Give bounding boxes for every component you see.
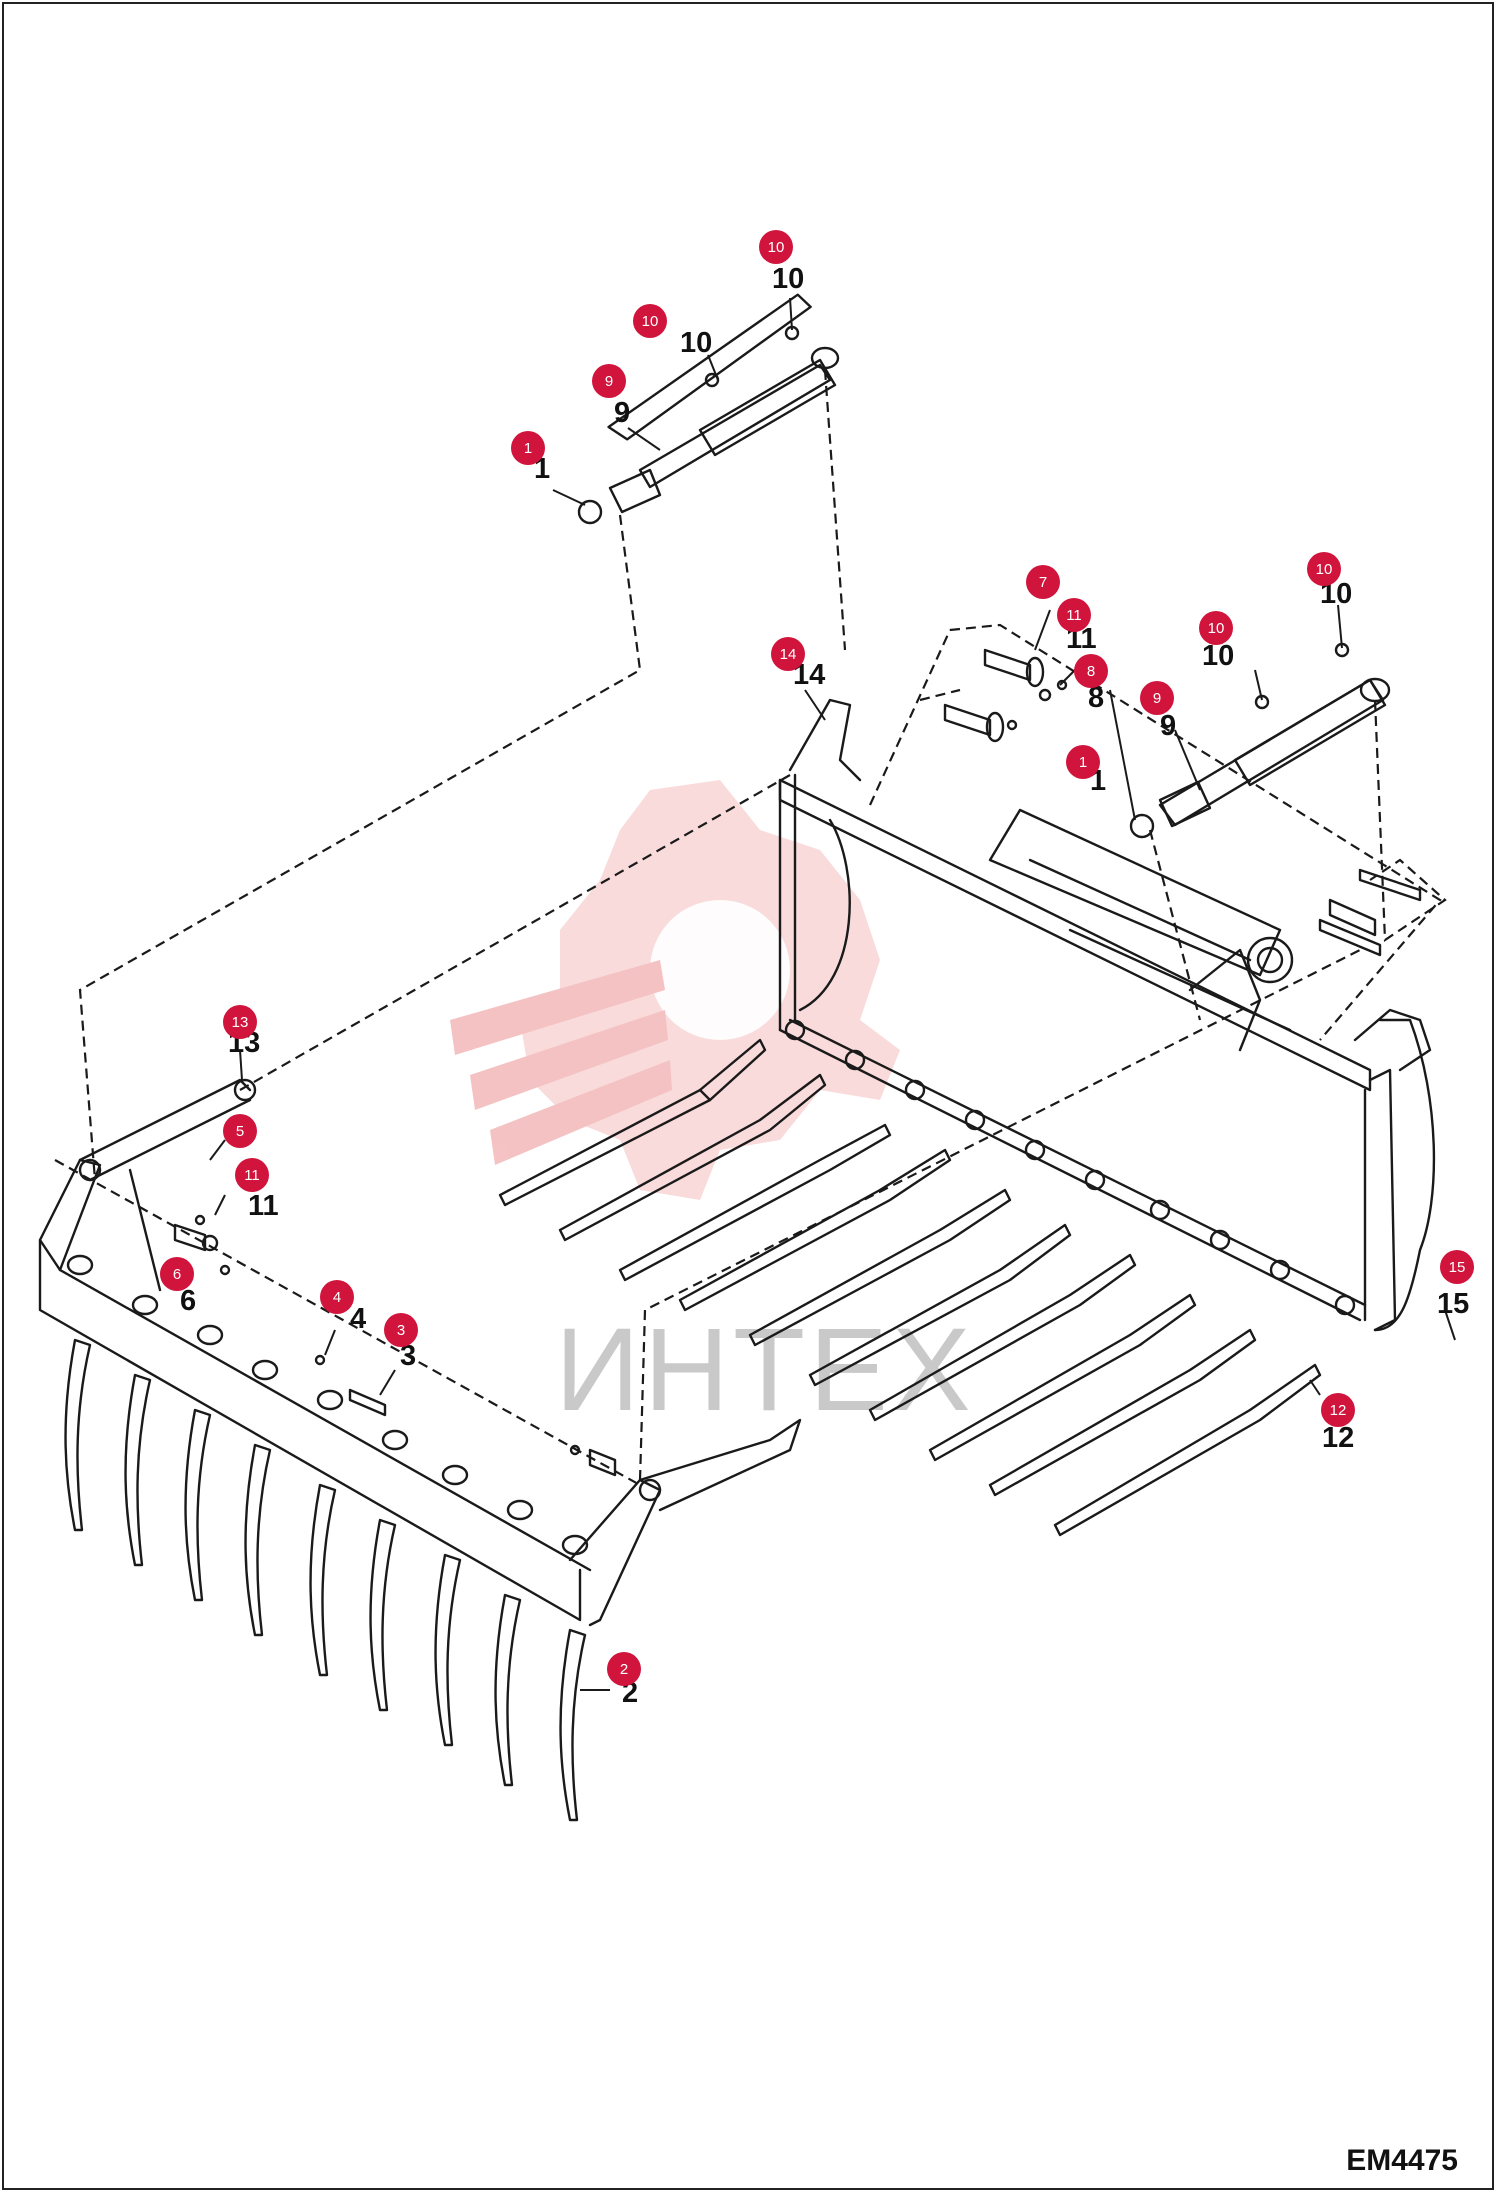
- svg-text:10: 10: [1208, 620, 1225, 637]
- callout-badge-11b: 11: [235, 1158, 269, 1192]
- grapple-frame: [38, 1078, 802, 1627]
- watermark: ИНТЕХ: [450, 780, 975, 1436]
- callout-badge-2: 2: [607, 1652, 641, 1686]
- part-number-4: 4: [350, 1303, 366, 1335]
- part-number-6: 6: [180, 1285, 196, 1317]
- part-number-8: 8: [1088, 682, 1104, 714]
- callout-badge-5: 5: [223, 1114, 257, 1148]
- svg-text:8: 8: [1087, 663, 1095, 680]
- svg-text:1: 1: [524, 440, 532, 457]
- part-number-10b: 10: [772, 263, 804, 295]
- part-number-10a: 10: [680, 327, 712, 359]
- callout-badge-9a: 9: [592, 364, 626, 398]
- svg-text:10: 10: [768, 239, 785, 256]
- svg-text:6: 6: [173, 1266, 181, 1283]
- watermark-text: ИНТЕХ: [555, 1304, 975, 1436]
- frame-pivots: [784, 1019, 1356, 1316]
- svg-text:9: 9: [1153, 690, 1161, 707]
- callout-badge-10b: 10: [759, 230, 793, 264]
- svg-text:13: 13: [232, 1014, 249, 1031]
- svg-text:12: 12: [1330, 1402, 1347, 1419]
- part-number-9b: 9: [1160, 710, 1176, 742]
- part-number-15: 15: [1437, 1288, 1469, 1320]
- pin-assemblies: [943, 648, 1422, 957]
- callout-badge-1a: 1: [511, 431, 545, 465]
- part-number-10c: 10: [1202, 640, 1234, 672]
- svg-text:4: 4: [333, 1289, 341, 1306]
- svg-text:7: 7: [1039, 574, 1047, 591]
- callout-badge-9b: 9: [1140, 681, 1174, 715]
- callout-badge-12: 12: [1321, 1393, 1355, 1427]
- tine-frame: [778, 698, 1436, 1332]
- callout-badge-4: 4: [320, 1280, 354, 1314]
- bale-spears: [498, 1038, 1322, 1537]
- svg-text:11: 11: [1066, 607, 1082, 624]
- drawing-code: EM4475: [1346, 2144, 1458, 2177]
- callout-badge-10d: 10: [1307, 552, 1341, 586]
- callout-badge-14: 14: [771, 637, 805, 671]
- part-number-12: 12: [1322, 1422, 1354, 1454]
- callout-badge-10c: 10: [1199, 611, 1233, 645]
- callout-badges: 1 9 10 10 14 7 11 8 1 9 10 10 13 5 11 6 …: [160, 230, 1474, 1686]
- part-number-11b: 11: [248, 1190, 279, 1222]
- svg-text:3: 3: [397, 1322, 405, 1339]
- callout-badge-10a: 10: [633, 304, 667, 338]
- svg-text:10: 10: [642, 313, 659, 330]
- svg-text:2: 2: [620, 1661, 628, 1678]
- svg-text:1: 1: [1079, 754, 1087, 771]
- callout-badge-11a: 11: [1057, 598, 1091, 632]
- part-number-3: 3: [400, 1340, 416, 1372]
- callout-badge-13: 13: [223, 1005, 257, 1039]
- svg-text:5: 5: [236, 1123, 244, 1140]
- svg-text:11: 11: [244, 1167, 260, 1184]
- svg-text:10: 10: [1316, 561, 1333, 578]
- svg-text:15: 15: [1449, 1259, 1466, 1276]
- grapple-tines: [64, 1338, 587, 1822]
- callout-badge-3: 3: [384, 1313, 418, 1347]
- callout-badge-15: 15: [1440, 1250, 1474, 1284]
- callout-badge-1b: 1: [1066, 745, 1100, 779]
- svg-text:9: 9: [605, 373, 613, 390]
- svg-text:14: 14: [780, 646, 797, 663]
- alignment-lines: [54, 369, 1447, 1486]
- callout-badge-8: 8: [1074, 654, 1108, 688]
- callout-badge-6: 6: [160, 1257, 194, 1291]
- grapple-pivots: [66, 1254, 589, 1556]
- watermark-gear-logo: [450, 780, 900, 1200]
- part-number-9a: 9: [614, 397, 630, 429]
- leader-lines: [209, 297, 1456, 1691]
- grapple-hardware: [173, 1214, 617, 1477]
- callout-badge-7: 7: [1026, 565, 1060, 599]
